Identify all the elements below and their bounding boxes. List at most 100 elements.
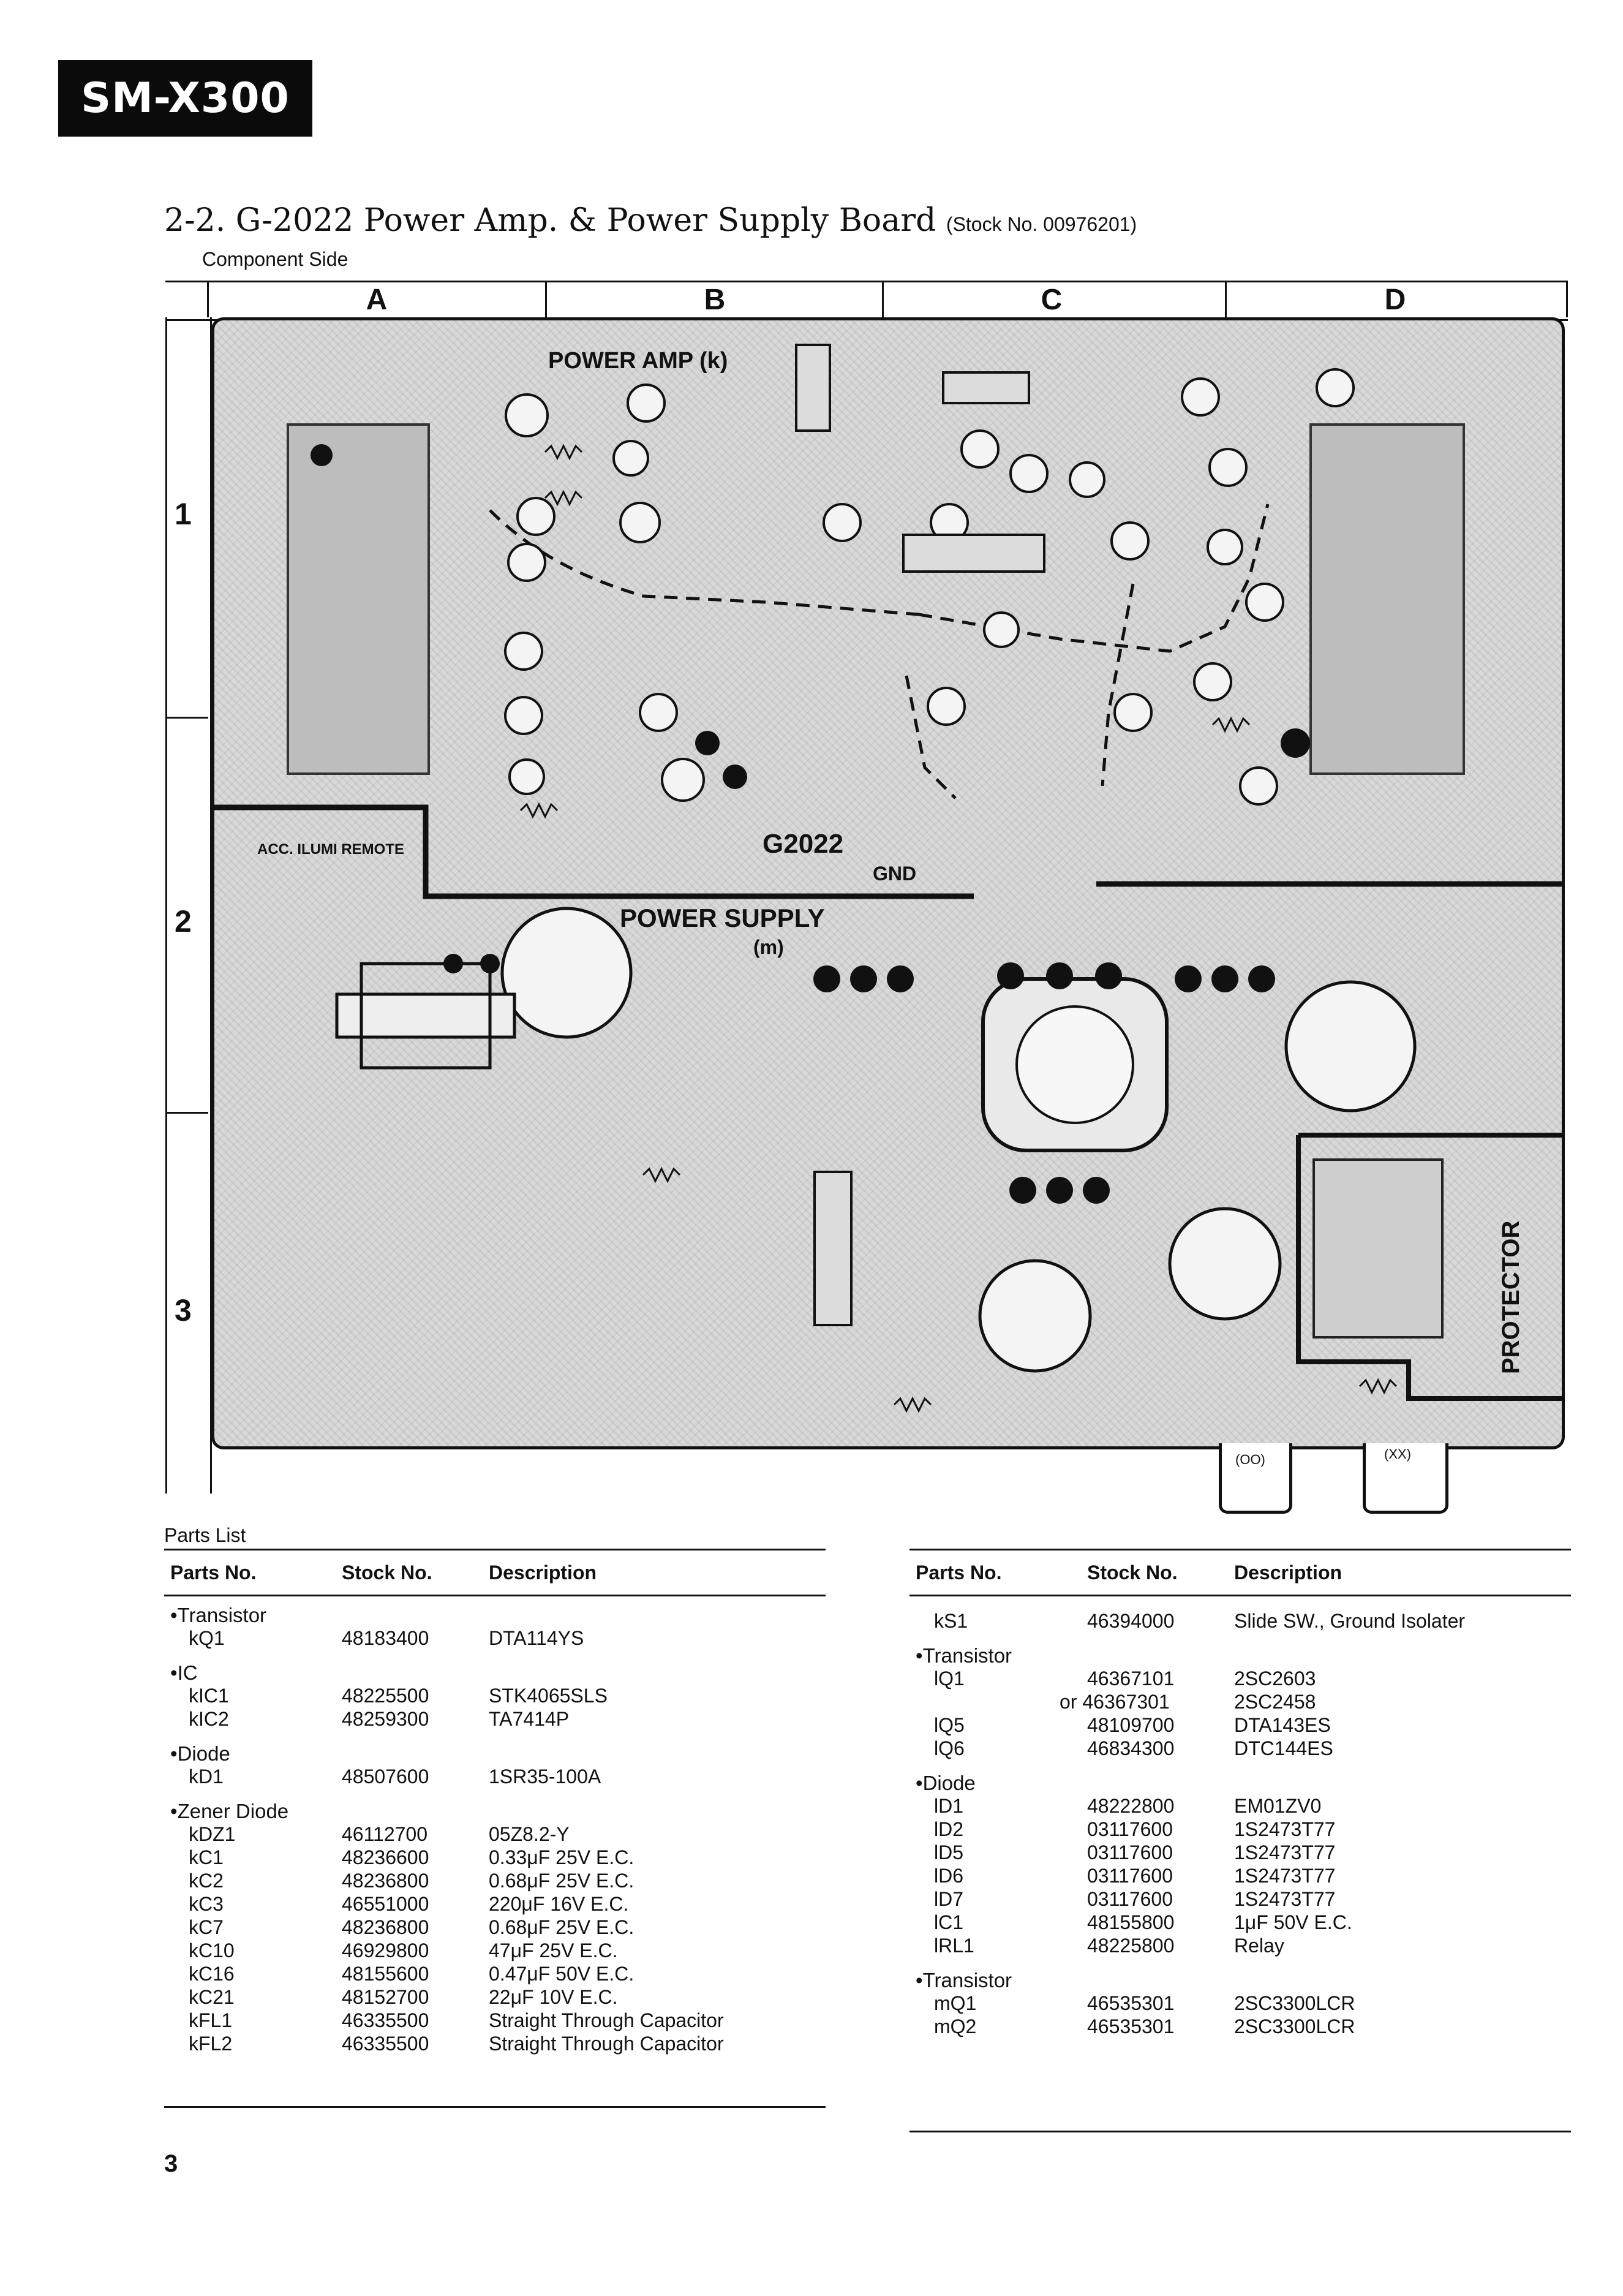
capacitor-c10 [500,907,633,1039]
col-parts-no: Parts No. [916,1562,1002,1584]
capacitor-c1 [1284,980,1417,1112]
row-label-3: 3 [175,1293,192,1327]
stock-number-cell: 48236800 [342,1916,429,1938]
part-number-cell: lRL1 [934,1935,974,1957]
stock-number-cell: 03117600 [1087,1888,1173,1910]
bullet-icon: • [170,1800,178,1822]
description-cell: DTA143ES [1234,1714,1331,1736]
column-label-d: D [1384,284,1406,316]
part-number-cell: kC2 [189,1870,224,1892]
table-header: Parts No. Stock No. Description [909,1549,1571,1596]
stock-number-cell: 46394000 [1087,1610,1175,1632]
jumper-route [905,675,957,799]
stock-number-cell: 48236600 [342,1846,429,1868]
column-divider [1566,281,1568,317]
column-label-b: B [704,284,726,316]
protector-outline [1296,1133,1562,1401]
description-cell: 2SC2603 [1234,1667,1316,1690]
part-number-cell: kFL2 [189,2033,233,2055]
choke-l2 [335,992,516,1039]
pcb-artwork [214,344,1562,1413]
category-heading: •Zener Diode [170,1800,288,1823]
description-cell: EM01ZV0 [1234,1795,1322,1817]
ic-block [942,371,1030,404]
col-description: Description [489,1562,597,1584]
power-supply-suffix: (m) [753,936,784,958]
category-label: Zener Diode [177,1800,289,1822]
part-number-cell: lQ1 [934,1667,965,1690]
parts-list-heading: Parts List [164,1524,246,1546]
description-cell: 2SC2458 [1234,1691,1316,1713]
right-heatsink [1309,423,1465,775]
bullet-icon: • [916,1969,923,1992]
description-cell: 2SC3300LCR [1234,1992,1355,2014]
row-label-2: 2 [175,904,192,938]
inductor-l1 [1168,1207,1282,1321]
stock-number-cell: 48507600 [342,1765,429,1788]
jumper-route [489,509,919,616]
jumper-route [1101,583,1135,787]
description-cell: Straight Through Capacitor [489,2033,724,2055]
description-cell: Straight Through Capacitor [489,2009,724,2031]
description-cell: 1S2473T77 [1234,1818,1336,1840]
description-cell: 1S2473T77 [1234,1865,1336,1887]
description-cell: 22μF 10V E.C. [489,1986,618,2008]
board-id-label: G2022 [763,829,844,859]
row-divider [165,1112,208,1114]
stock-note: (Stock No. 00976201) [946,213,1137,235]
bullet-icon: • [916,1644,923,1667]
capacitor-group [504,368,1355,806]
stock-number-cell: 48222800 [1087,1795,1175,1817]
part-number-cell: lC1 [934,1911,964,1933]
category-heading: •Diode [170,1742,230,1765]
part-number-cell: kC21 [189,1986,235,2008]
bullet-icon: • [916,1772,923,1794]
stock-number-cell: 48183400 [342,1627,429,1649]
col-stock-no: Stock No. [1087,1562,1178,1584]
part-number-cell: mQ1 [934,1992,977,2014]
description-cell: 1S2473T77 [1234,1888,1336,1910]
table-header: Parts No. Stock No. Description [164,1549,826,1596]
description-cell: 1SR35-100A [489,1765,601,1788]
page-number: 3 [164,2150,178,2177]
part-number-cell: kC1 [189,1846,224,1868]
part-number-cell: kIC1 [189,1685,229,1707]
part-number-cell: kFL1 [189,2009,233,2031]
part-number-cell: lD1 [934,1795,964,1817]
row-divider [165,717,208,719]
description-cell: 0.68μF 25V E.C. [489,1870,635,1892]
protector-label: PROTECTOR [1497,1220,1524,1374]
description-cell: 1S2473T77 [1234,1841,1336,1864]
capacitor-c3 [978,1259,1092,1373]
board-tab-right: (XX) [1363,1443,1448,1514]
category-heading: •Transistor [916,1644,1012,1667]
acc-illumi-remote-label: ACC. ILUMI REMOTE [257,841,404,858]
description-cell: 2SC3300LCR [1234,2015,1355,2037]
description-cell: 47μF 25V E.C. [489,1939,618,1962]
column-divider [207,281,209,317]
col-description: Description [1234,1562,1342,1584]
power-supply-label: POWER SUPPLY [620,904,825,932]
category-label: Transistor [922,1644,1012,1667]
ic-block [902,534,1045,573]
stock-number-cell: 46367101 [1087,1667,1175,1690]
description-cell: 220μF 16V E.C. [489,1893,629,1915]
power-amp-label: POWER AMP (k) [548,348,728,374]
description-cell: STK4065SLS [489,1685,608,1707]
stock-number-cell: 46551000 [342,1893,429,1915]
choke-l2-frame [360,962,492,1070]
stock-number-cell: 48225500 [342,1685,429,1707]
section-title-text: 2-2. G-2022 Power Amp. & Power Supply Bo… [164,202,936,239]
stock-number-cell: 48259300 [342,1708,429,1730]
model-badge: SM-X300 [58,60,312,137]
view-subtitle: Component Side [202,248,348,270]
part-number-cell: kC3 [189,1893,224,1915]
pcb-board: POWER AMP (k) POWER SUPPLY (m) G2022 GND… [211,317,1565,1449]
category-heading: •Transistor [916,1969,1012,1992]
description-cell: 0.68μF 25V E.C. [489,1916,635,1938]
table-rule [909,2131,1571,2132]
category-heading: •Diode [916,1772,976,1795]
stock-number-cell: 48155600 [342,1963,429,1985]
column-label-c: C [1041,284,1063,316]
